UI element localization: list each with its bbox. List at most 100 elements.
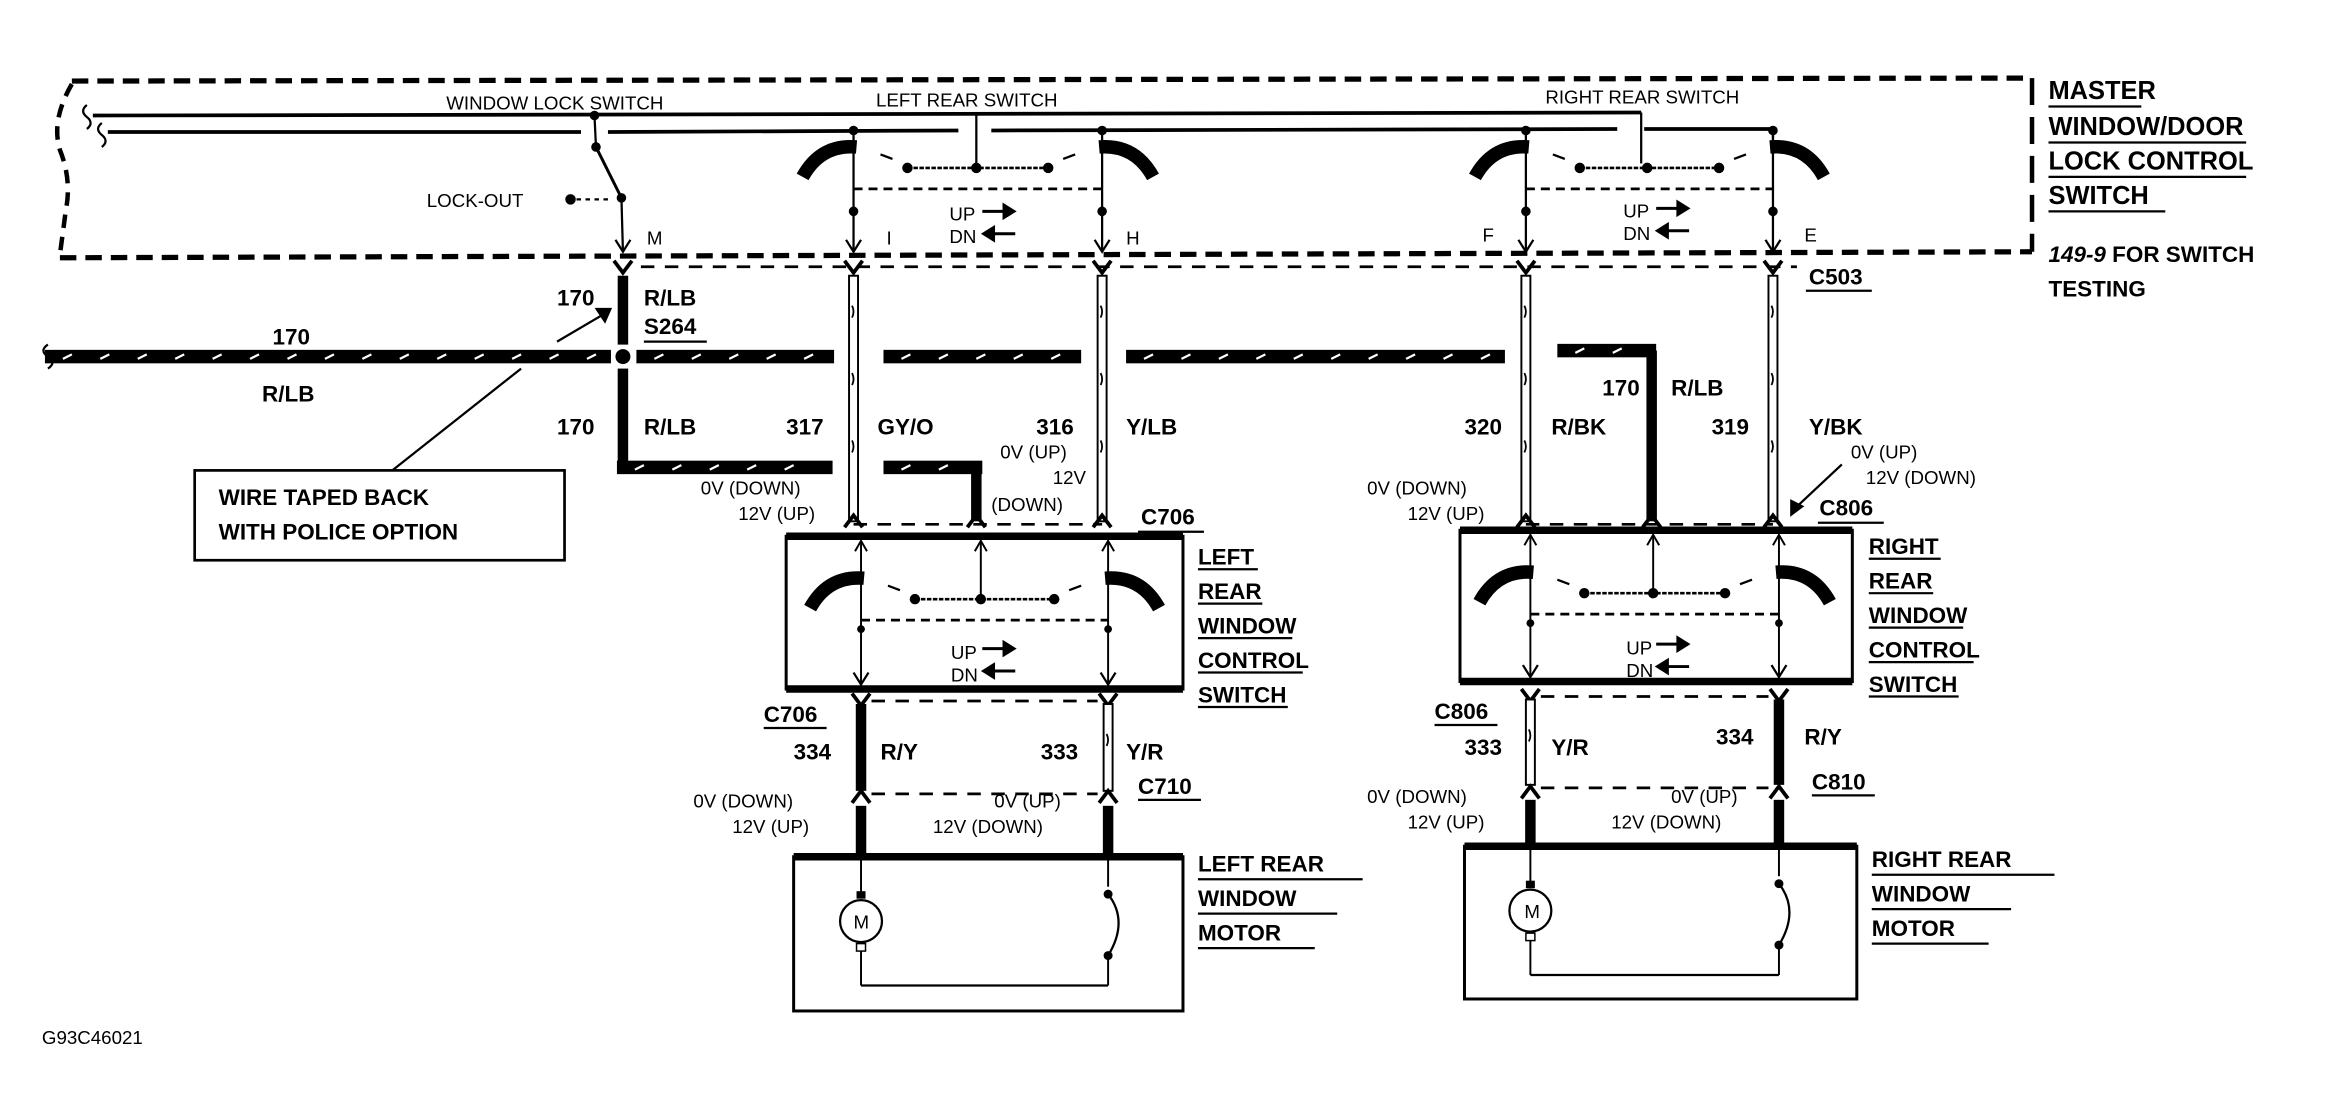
connector-terminal xyxy=(1519,783,1541,800)
junction-dot xyxy=(1641,162,1653,174)
up-label: UP xyxy=(949,203,975,224)
lower-wire-labels: C706 334 R/Y 333 Y/R C710 0V (DOWN) 12V … xyxy=(693,699,1865,837)
wire-solid xyxy=(1773,799,1785,848)
wire-bus xyxy=(616,460,833,475)
wire-stripe xyxy=(1099,440,1104,453)
circuit-333: 333 xyxy=(1464,735,1501,760)
wire-stripe xyxy=(851,440,855,453)
wire-stripe xyxy=(1255,353,1266,360)
wire-stripe xyxy=(1050,353,1061,360)
wire-stripe xyxy=(1180,353,1191,360)
voltage-label: 12V (DOWN) xyxy=(1611,811,1721,832)
wire-stripe xyxy=(653,353,664,360)
arrow-icon xyxy=(594,307,613,324)
pin-h-label: H xyxy=(1126,227,1140,248)
pin-e-label: E xyxy=(1804,224,1816,245)
wire-stripe xyxy=(766,353,777,360)
wire-solid xyxy=(971,467,982,522)
wire-solid xyxy=(617,368,629,471)
junction-dot xyxy=(1097,206,1107,217)
left-rear-switch-label: LEFT REAR SWITCH xyxy=(876,90,1058,111)
up-label: UP xyxy=(1626,638,1652,659)
right-rear-window-motor-labels: RIGHT REAR WINDOW MOTOR M xyxy=(1524,847,2011,941)
callout-leader xyxy=(391,367,522,472)
connector-terminal xyxy=(1515,259,1537,276)
wire-stripe xyxy=(1368,353,1379,360)
connector-terminal xyxy=(850,787,872,804)
circuit-170: 170 xyxy=(1602,376,1639,401)
wire-stripe xyxy=(691,353,702,360)
up-label: UP xyxy=(1623,200,1649,221)
upper-wire-labels: C503 170 R/LB S264 170 R/LB 170 R/LB 317… xyxy=(262,265,1976,530)
window-lock-switch-blade xyxy=(594,146,622,196)
left-rear-window-control-switch-blade xyxy=(804,571,865,612)
window-lock-switch-label: WINDOW LOCK SWITCH xyxy=(446,93,663,114)
wire-stripe xyxy=(671,464,682,471)
wire-stripe xyxy=(1770,305,1774,319)
line xyxy=(620,197,625,252)
component-label-line: RIGHT xyxy=(1869,534,1939,559)
left-rear-window-control-switch-blade xyxy=(1104,571,1165,612)
wire-solid xyxy=(1102,805,1114,857)
right-rear-window-control-switch-box xyxy=(1458,528,1854,684)
voltage-label: 12V (UP) xyxy=(738,503,815,524)
wire-color-r-lb: R/LB xyxy=(1671,376,1723,401)
switch-contact xyxy=(887,584,901,592)
wire-stripe xyxy=(1143,353,1154,360)
wire-color-y-r: Y/R xyxy=(1551,735,1588,760)
down-arrow-icon xyxy=(980,662,996,680)
line xyxy=(593,115,598,148)
down-arrow-icon xyxy=(1654,657,1669,676)
wire-stripe xyxy=(1218,353,1229,360)
junction-dot xyxy=(1521,206,1531,217)
voltage-label: 12V (DOWN) xyxy=(933,816,1043,837)
junction-dot xyxy=(1775,619,1783,628)
wire-stripe xyxy=(1770,372,1774,386)
wire-stripe xyxy=(99,353,110,360)
switch-contact xyxy=(1068,584,1082,592)
wire-stripe xyxy=(1099,305,1104,319)
connector-terminal xyxy=(1515,512,1537,529)
callout-line: WITH POLICE OPTION xyxy=(219,519,459,544)
wire-stripe xyxy=(634,464,645,471)
master-switch-boundary xyxy=(71,75,2033,84)
switch-testing-note-line2: TESTING xyxy=(2048,277,2145,302)
callout-box xyxy=(193,469,566,562)
wire-stripe xyxy=(1105,733,1109,747)
connector-terminal xyxy=(1768,783,1790,800)
junction-dot xyxy=(1647,587,1659,599)
arrow-down-icon xyxy=(1770,664,1788,680)
component-label-line: MOTOR xyxy=(1872,916,1955,941)
junction-dot xyxy=(1579,587,1590,599)
right-rear-window-control-switch-labels: RIGHT REAR WINDOW CONTROL SWITCH UP DN xyxy=(1626,534,1980,697)
wire-stripe xyxy=(586,353,597,360)
pin-i-label: I xyxy=(886,227,891,248)
wire-stripe xyxy=(549,353,560,360)
wire-bus xyxy=(883,460,983,475)
wire-color-r-lb: R/LB xyxy=(262,382,314,407)
component-label-line: LEFT xyxy=(1198,545,1254,570)
circuit-320: 320 xyxy=(1464,414,1501,439)
connector-terminal xyxy=(1091,512,1113,529)
connector-terminal xyxy=(1641,512,1663,529)
voltage-label: 0V (UP) xyxy=(1000,441,1067,462)
connector-c706: C706 xyxy=(764,702,818,727)
wire-hollow xyxy=(1102,703,1114,792)
wire-solid xyxy=(855,805,867,857)
wire-solid xyxy=(855,703,867,791)
wire-color-r-bk: R/BK xyxy=(1551,414,1606,439)
up-arrow-icon xyxy=(1676,199,1691,218)
junction-dot xyxy=(1768,206,1778,217)
wire-stripe xyxy=(287,353,297,360)
power-bus xyxy=(991,127,1618,133)
voltage-label: 12V (UP) xyxy=(732,816,809,837)
wire-color-y-bk: Y/BK xyxy=(1809,414,1863,439)
connector-terminal xyxy=(843,259,865,276)
pin-m-label: M xyxy=(647,227,663,248)
power-bus xyxy=(92,110,1642,118)
right-rear-window-control-switch-blade xyxy=(1775,565,1836,606)
master-switch-boundary xyxy=(59,249,2033,261)
motor-symbol: M xyxy=(1524,901,1540,922)
switch-contact xyxy=(1739,578,1753,586)
wire-solid xyxy=(1646,350,1657,522)
